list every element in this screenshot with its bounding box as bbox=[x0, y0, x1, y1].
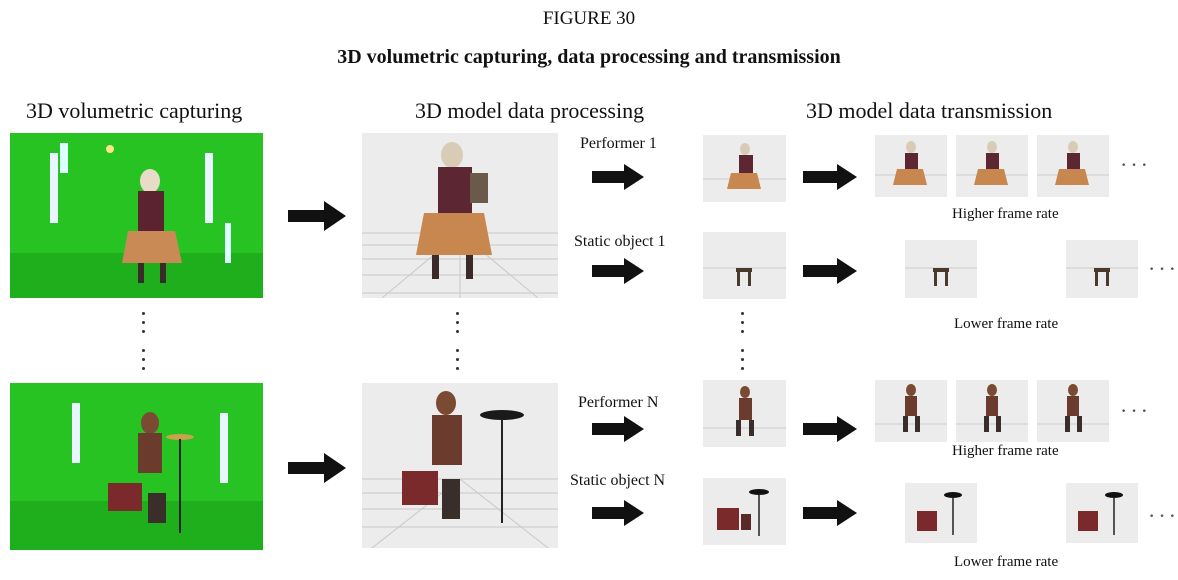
processed-model-performer-n bbox=[362, 383, 558, 548]
vertical-ellipsis-capture bbox=[142, 312, 148, 376]
arrow-transmit-performer-1 bbox=[803, 164, 857, 190]
arrow-transmit-static-1 bbox=[803, 258, 857, 284]
frame-performer-n-c bbox=[1037, 380, 1109, 442]
row-label-static-object-n: Static object N bbox=[570, 472, 666, 489]
arrow-process-to-static-1 bbox=[592, 258, 644, 284]
ellipsis-static-1: ··· bbox=[1148, 256, 1178, 281]
row-label-performer-1: Performer 1 bbox=[580, 135, 657, 152]
capture-image-performer-1 bbox=[10, 133, 263, 298]
object-thumb-performer-n bbox=[703, 380, 786, 447]
arrow-transmit-performer-n bbox=[803, 416, 857, 442]
figure-number: FIGURE 30 bbox=[542, 8, 636, 29]
arrow-transmit-static-n bbox=[803, 500, 857, 526]
ellipsis-performer-1: ··· bbox=[1120, 152, 1151, 177]
processed-model-performer-1 bbox=[362, 133, 558, 298]
frame-static-1-a bbox=[905, 240, 977, 298]
frame-performer-n-a bbox=[875, 380, 947, 442]
column-header-transmission: 3D model data transmission bbox=[806, 98, 1053, 123]
arrow-process-to-performer-1 bbox=[592, 164, 644, 190]
ellipsis-static-n: ··· bbox=[1148, 503, 1178, 528]
frame-performer-1-b bbox=[956, 135, 1028, 197]
vertical-ellipsis-objects bbox=[741, 312, 747, 376]
frame-static-1-b bbox=[1066, 240, 1138, 298]
object-thumb-static-1 bbox=[703, 232, 786, 299]
frame-static-n-b bbox=[1066, 483, 1138, 543]
figure-title: 3D volumetric capturing, data processing… bbox=[337, 46, 841, 68]
rate-label-performer-1: Higher frame rate bbox=[952, 206, 1059, 222]
frame-performer-1-a bbox=[875, 135, 947, 197]
ellipsis-performer-n: ··· bbox=[1120, 398, 1151, 423]
rate-label-static-1: Lower frame rate bbox=[954, 316, 1059, 332]
arrow-capture-to-process-n bbox=[288, 453, 346, 483]
frame-static-n-a bbox=[905, 483, 977, 543]
frame-performer-1-c bbox=[1037, 135, 1109, 197]
arrow-process-to-static-n bbox=[592, 500, 644, 526]
frame-performer-n-b bbox=[956, 380, 1028, 442]
column-header-processing: 3D model data processing bbox=[415, 98, 645, 123]
column-header-capturing: 3D volumetric capturing bbox=[26, 98, 243, 123]
object-thumb-performer-1 bbox=[703, 135, 786, 202]
rate-label-static-n: Lower frame rate bbox=[954, 554, 1059, 570]
row-label-static-object-1: Static object 1 bbox=[574, 233, 666, 250]
object-thumb-static-n bbox=[703, 478, 786, 545]
capture-image-performer-n bbox=[10, 383, 263, 550]
vertical-ellipsis-processing bbox=[456, 312, 462, 376]
rate-label-performer-n: Higher frame rate bbox=[952, 443, 1059, 459]
arrow-process-to-performer-n bbox=[592, 416, 644, 442]
row-label-performer-n: Performer N bbox=[578, 394, 659, 411]
arrow-capture-to-process-1 bbox=[288, 201, 346, 231]
